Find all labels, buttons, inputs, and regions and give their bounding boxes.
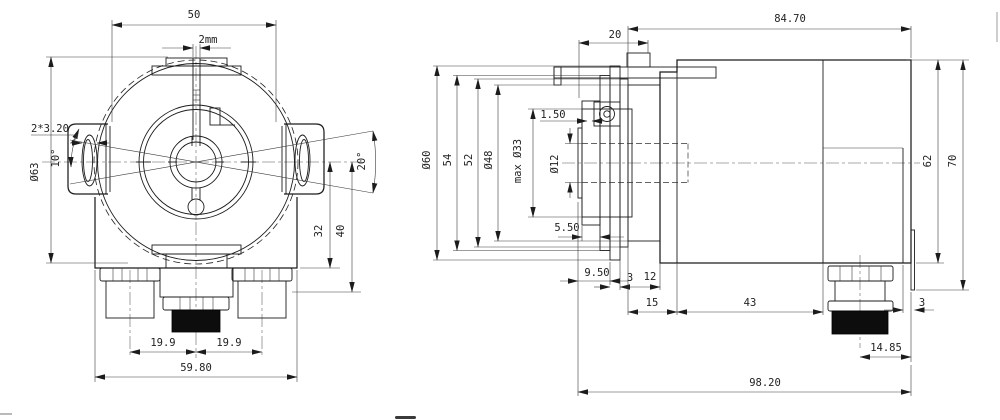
dim-dia48: Ø48 xyxy=(483,151,495,170)
dim-dia63: Ø63 xyxy=(29,163,41,182)
dim-43: 43 xyxy=(744,297,757,309)
dim-20: 20 xyxy=(609,29,622,41)
dim-50: 50 xyxy=(188,9,201,21)
dim-8470: 84.70 xyxy=(774,13,806,25)
clip-hook xyxy=(626,52,651,68)
dim-54: 54 xyxy=(442,154,454,167)
dim-15: 15 xyxy=(646,297,659,309)
dim-950: 9.50 xyxy=(584,267,609,279)
cropped-mark-bottom-center xyxy=(395,416,416,419)
front-view: 50 2mm Ø63 2*3.20 10° 20° xyxy=(29,9,378,382)
dim-slots: 2*3.20 xyxy=(31,123,69,135)
dim-12: 12 xyxy=(644,271,657,283)
dim-550: 5.50 xyxy=(554,222,579,234)
front-view-dimensions: 50 2mm Ø63 2*3.20 10° 20° xyxy=(29,9,368,382)
dim-199-left: 19.9 xyxy=(150,337,175,349)
encoder-body-side xyxy=(659,59,915,291)
connector-cap-side xyxy=(831,310,889,335)
dim-10deg: 10° xyxy=(50,149,62,168)
dim-1485: 14.85 xyxy=(870,342,902,354)
side-view-dimensions: 84.70 20 Ø60 54 52 Ø48 xyxy=(421,13,969,396)
dim-52: 52 xyxy=(463,154,475,167)
dim-dia12: Ø12 xyxy=(549,155,561,174)
dim-70: 70 xyxy=(947,155,959,168)
dim-9820: 98.20 xyxy=(749,377,781,389)
dim-62: 62 xyxy=(922,155,934,168)
dim-32: 32 xyxy=(313,225,325,238)
connector-right xyxy=(231,267,293,319)
flange-shaft-assembly xyxy=(577,65,689,261)
connector-cap-front xyxy=(171,309,221,333)
tether-clip xyxy=(553,52,717,86)
mounting-ear-right xyxy=(281,123,325,195)
dim-3-left: 3 xyxy=(627,272,633,284)
cropped-mark-bottom-left xyxy=(0,413,12,415)
connector-left xyxy=(99,267,161,319)
clamp-screw xyxy=(599,106,615,122)
encoder-body-front xyxy=(93,57,299,269)
mounting-ear-left xyxy=(67,123,111,195)
dim-199-right: 19.9 xyxy=(216,337,241,349)
dim-dia60: Ø60 xyxy=(421,151,433,170)
dim-2mm: 2mm xyxy=(199,34,218,46)
dim-dia33: max Ø33 xyxy=(512,139,524,183)
connector-center xyxy=(159,267,234,333)
front-view-centerlines xyxy=(42,46,360,358)
dim-150: 1.50 xyxy=(540,109,565,121)
dim-3-right: 3 xyxy=(919,297,925,309)
connector-side xyxy=(827,265,894,335)
dim-5980: 59.80 xyxy=(180,362,212,374)
side-view: 84.70 20 Ø60 54 52 Ø48 xyxy=(421,13,969,396)
dim-20deg: 20° xyxy=(356,152,368,171)
cropped-mark-top-right xyxy=(996,12,998,42)
dim-40: 40 xyxy=(335,225,347,238)
angle-construction-lines xyxy=(68,128,378,194)
